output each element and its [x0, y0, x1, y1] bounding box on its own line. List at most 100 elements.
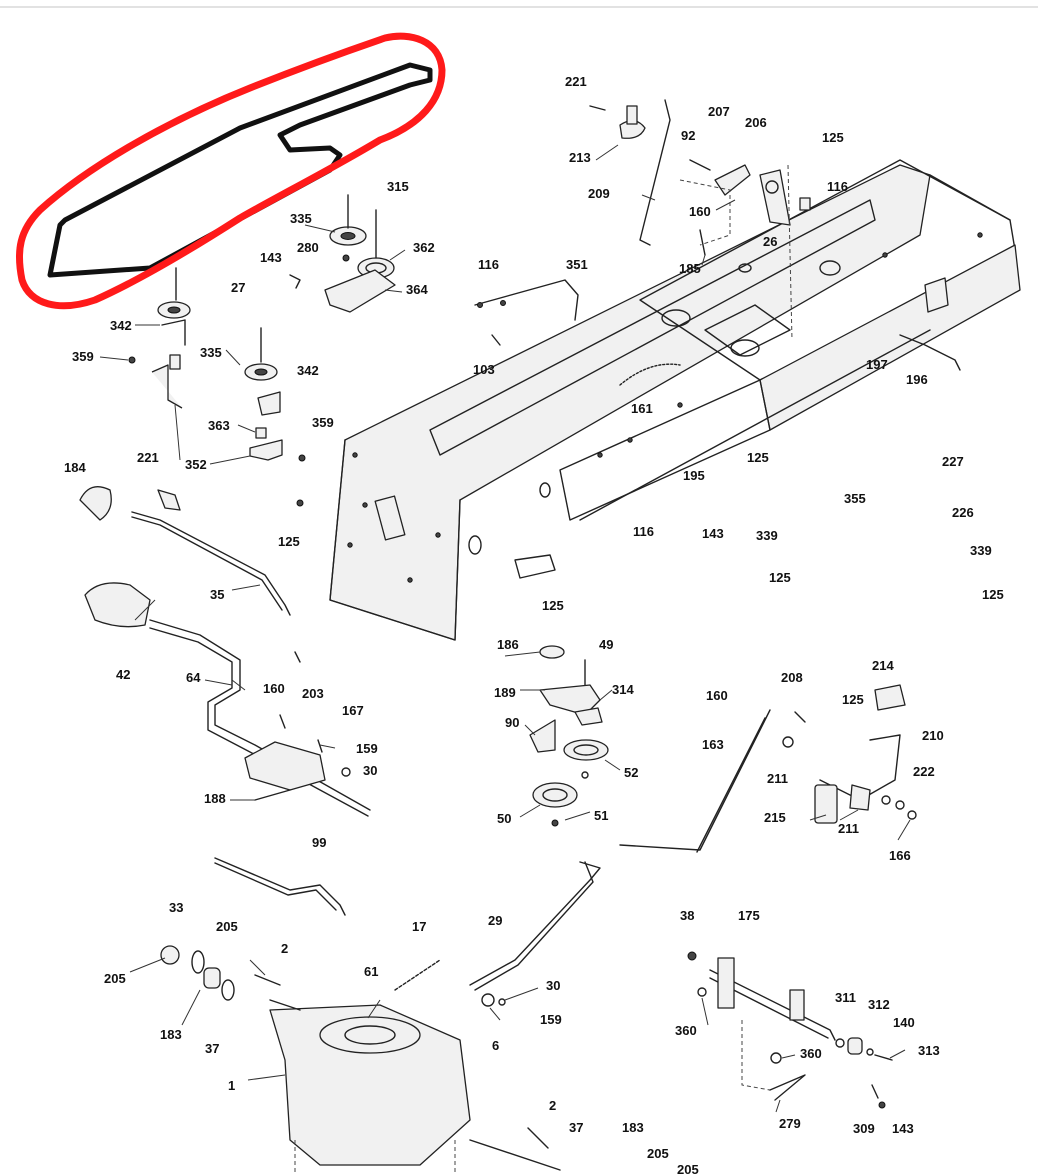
part-label: 205: [677, 1162, 699, 1174]
lift-links: [474, 99, 961, 386]
part-label: 185: [679, 261, 701, 276]
part-label: 359: [312, 415, 334, 430]
part-label: 92: [681, 128, 695, 143]
part-label: 211: [838, 821, 859, 836]
control-rods: [214, 857, 601, 991]
part-label: 163: [702, 737, 724, 752]
part-label: 280: [297, 240, 319, 255]
part-label: 312: [868, 997, 890, 1012]
part-label: 167: [342, 703, 364, 718]
part-label: 125: [542, 598, 564, 613]
part-label: 166: [889, 848, 911, 863]
idler-pulley-assembly: [128, 194, 396, 462]
part-label: 206: [745, 115, 767, 130]
part-label: 205: [647, 1146, 669, 1161]
part-label: 352: [185, 457, 207, 472]
part-label: 116: [633, 524, 654, 539]
part-label: 189: [494, 685, 516, 700]
part-label: 364: [406, 282, 428, 297]
part-label: 125: [842, 692, 864, 707]
part-label: 37: [569, 1120, 583, 1135]
transaxle: [160, 945, 561, 1174]
part-label: 26: [763, 234, 777, 249]
part-label: 359: [72, 349, 94, 364]
part-label: 311: [835, 990, 856, 1005]
part-label: 186: [497, 637, 519, 652]
part-labels: 221 213 207 92 206 125 116 209 160 26 18…: [64, 74, 1004, 1174]
part-label: 335: [200, 345, 222, 360]
part-label: 38: [680, 908, 694, 923]
part-label: 125: [822, 130, 844, 145]
part-label: 314: [612, 682, 634, 697]
part-label: 339: [970, 543, 992, 558]
part-label: 309: [853, 1121, 875, 1136]
part-label: 183: [160, 1027, 182, 1042]
part-label: 6: [492, 1038, 499, 1053]
part-label: 362: [413, 240, 435, 255]
part-label: 51: [594, 808, 608, 823]
part-label: 210: [922, 728, 944, 743]
part-label: 143: [260, 250, 282, 265]
center-pulley-bracket: [529, 645, 609, 827]
part-label: 183: [622, 1120, 644, 1135]
part-label: 33: [169, 900, 183, 915]
part-label: 342: [297, 363, 319, 378]
part-label: 49: [599, 637, 613, 652]
part-label: 30: [546, 978, 560, 993]
part-label: 363: [208, 418, 230, 433]
part-label: 90: [505, 715, 519, 730]
part-label: 125: [747, 450, 769, 465]
part-label: 207: [708, 104, 730, 119]
part-label: 214: [872, 658, 894, 673]
part-label: 61: [364, 964, 378, 979]
part-label: 143: [702, 526, 724, 541]
part-label: 175: [738, 908, 760, 923]
rockshaft: [687, 951, 893, 1109]
part-label: 335: [290, 211, 312, 226]
part-label: 196: [906, 372, 928, 387]
pedal-assembly: [619, 684, 917, 853]
part-label: 159: [356, 741, 378, 756]
part-label: 35: [210, 587, 224, 602]
part-label: 355: [844, 491, 866, 506]
part-label: 50: [497, 811, 511, 826]
part-label: 125: [982, 587, 1004, 602]
part-label: 1: [228, 1078, 235, 1093]
part-label: 160: [263, 681, 285, 696]
part-label: 360: [675, 1023, 697, 1038]
part-label: 226: [952, 505, 974, 520]
part-label: 125: [769, 570, 791, 585]
left-controls: [79, 486, 371, 817]
part-label: 209: [588, 186, 610, 201]
part-label: 64: [186, 670, 201, 685]
part-label: 203: [302, 686, 324, 701]
part-label: 222: [913, 764, 935, 779]
drive-belt: [16, 32, 446, 310]
part-label: 315: [387, 179, 409, 194]
part-label: 159: [540, 1012, 562, 1027]
part-label: 221: [565, 74, 587, 89]
part-label: 37: [205, 1041, 219, 1056]
part-label: 161: [631, 401, 653, 416]
part-label: 29: [488, 913, 502, 928]
belt-highlight-circle: [16, 32, 446, 310]
part-label: 160: [689, 204, 711, 219]
part-label: 103: [473, 362, 495, 377]
part-label: 279: [779, 1116, 801, 1131]
part-label: 208: [781, 670, 803, 685]
part-label: 52: [624, 765, 638, 780]
part-label: 205: [216, 919, 238, 934]
part-label: 143: [892, 1121, 914, 1136]
part-label: 2: [281, 941, 288, 956]
part-label: 211: [767, 771, 788, 786]
part-label: 342: [110, 318, 132, 333]
part-label: 125: [278, 534, 300, 549]
part-label: 197: [866, 357, 888, 372]
part-label: 227: [942, 454, 964, 469]
part-label: 116: [478, 257, 499, 272]
part-label: 360: [800, 1046, 822, 1061]
part-label: 2: [549, 1098, 556, 1113]
part-label: 351: [566, 257, 588, 272]
part-label: 160: [706, 688, 728, 703]
